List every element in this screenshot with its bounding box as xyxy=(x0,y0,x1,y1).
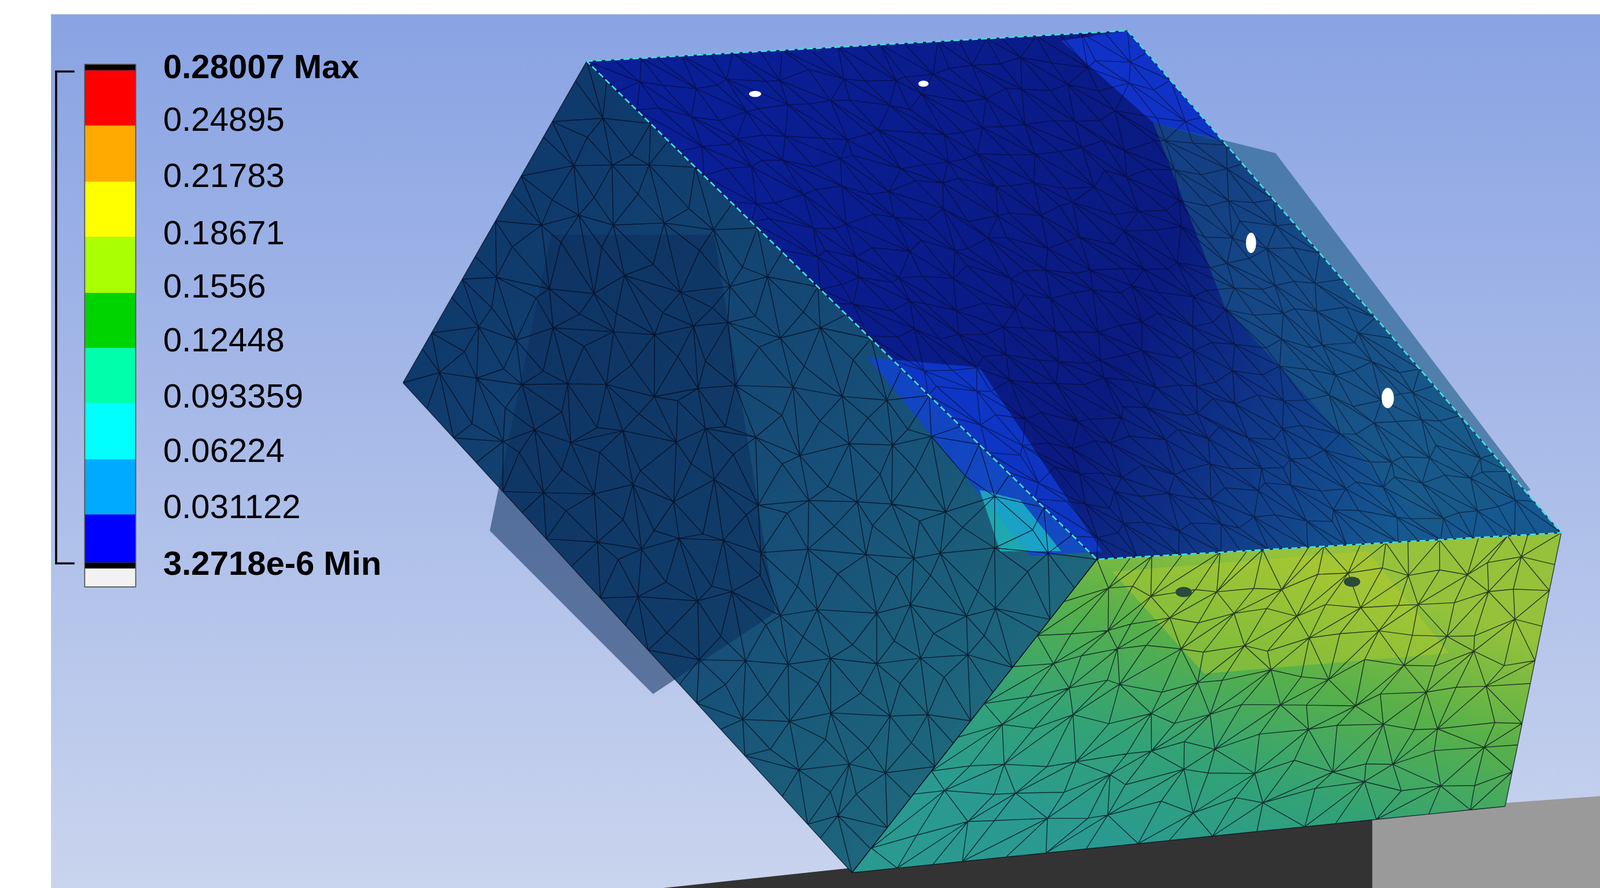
scale-band xyxy=(84,64,136,71)
scale-bracket xyxy=(56,71,75,564)
front-face xyxy=(851,532,1562,873)
stress-patch xyxy=(1153,122,1531,531)
scale-value: 0.1556 xyxy=(163,269,266,303)
mounting-hole xyxy=(748,90,761,98)
mounting-hole xyxy=(1381,387,1394,408)
housing-model xyxy=(403,30,1562,873)
scale-band xyxy=(84,70,136,126)
scale-value: 3.2718e-6 Min xyxy=(163,546,382,580)
scale-value: 0.21783 xyxy=(163,158,285,193)
mounting-hole xyxy=(1245,232,1257,253)
mesh-face-interior xyxy=(586,30,1562,559)
interior-face xyxy=(586,30,1562,559)
scale-band xyxy=(84,402,136,459)
mounting-hole xyxy=(918,80,929,87)
rim-edge xyxy=(586,30,1562,559)
mounting-hole xyxy=(1175,586,1192,598)
scale-value: 0.031122 xyxy=(163,489,301,524)
scale-band xyxy=(84,181,136,237)
viewport-background xyxy=(50,14,1600,888)
scale-value: 0.18671 xyxy=(163,215,285,250)
stress-patch xyxy=(867,357,1103,557)
scale-band xyxy=(84,125,136,182)
scale-value: 0.093359 xyxy=(163,379,304,413)
scale-value: 0.28007 Max xyxy=(163,49,360,84)
color-scale xyxy=(56,64,136,587)
scale-value: 0.24895 xyxy=(163,102,285,136)
scale-value: 0.06224 xyxy=(163,433,285,467)
scale-band xyxy=(84,458,136,514)
scale-band xyxy=(84,562,136,569)
scale-band xyxy=(84,292,136,348)
scale-value: 0.12448 xyxy=(163,322,285,357)
mesh-lines xyxy=(403,30,1562,873)
scale-band xyxy=(84,568,136,587)
mounting-hole xyxy=(1343,576,1360,587)
scale-frame xyxy=(84,64,136,587)
scale-band xyxy=(84,236,136,293)
mesh-face-front xyxy=(851,532,1562,873)
scale-band xyxy=(84,347,136,403)
scale-band xyxy=(84,514,136,563)
mesh-face-left xyxy=(403,61,1098,873)
stress-patch xyxy=(489,234,776,694)
